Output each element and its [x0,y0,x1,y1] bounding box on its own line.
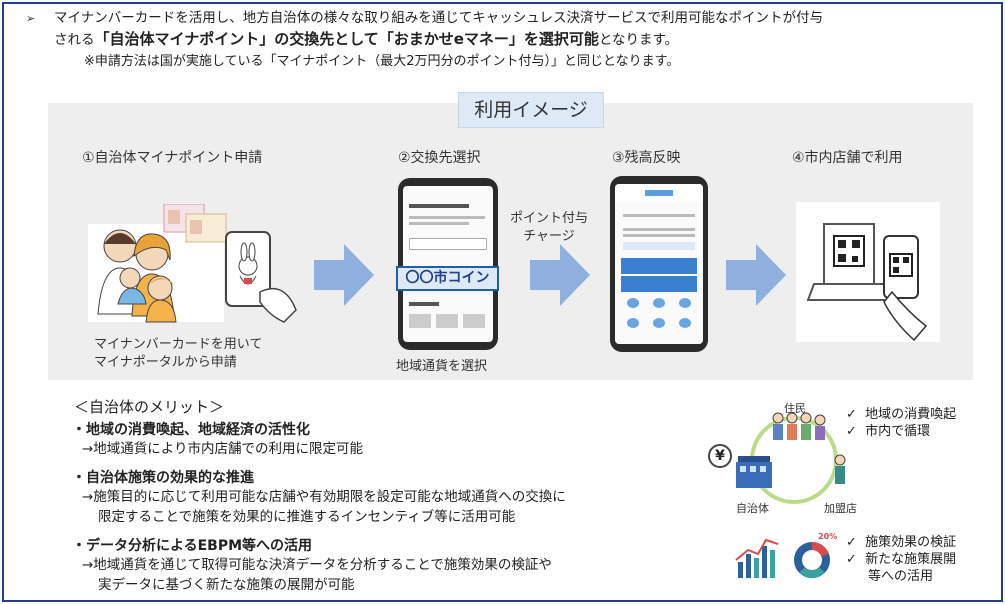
panel-title: 利用イメージ [458,92,604,128]
municipality-building-icon [736,456,772,488]
phone-screen [403,186,493,342]
qr-payment-illustration [796,202,940,342]
store-staff-icon [834,454,846,484]
residents-icon [772,412,826,440]
circulation-diagram [736,412,846,504]
flow-arrow-1-icon [314,244,374,306]
merit-3-detail-2: 実データに基づく新たな施策の展開が可能 [98,577,355,593]
bullet-arrow-icon: ➢ [26,12,36,25]
merit-2-title: ・自治体施策の効果的な推進 [72,470,254,486]
phone-screen [615,184,703,344]
merit-1-detail: →地域通貨により市内店舗での利用に限定可能 [82,441,364,457]
exchange-select-phone [398,178,498,350]
flow-arrow-2-icon [530,244,590,306]
merits-section: ＜自治体のメリット＞ ・地域の消費喚起、地域経済の活性化 →地域通貨により市内店… [72,396,712,595]
step-4-label: ④市内店舗で利用 [792,150,903,166]
step-3-label: ③残高反映 [612,150,681,166]
bar-chart-icon [732,532,782,582]
step-2-caption: 地域通貨を選択 [396,359,488,374]
yen-coin-icon: ¥ [708,444,732,468]
balance-phone [610,176,708,352]
merit-3-detail-1: →地域通貨を通じて取得可能な決済データを分析することで施策効果の検証や [82,557,552,573]
intro-text: ➢ マイナンバーカードを活用し、地方自治体の様々な取り組みを通じてキャッシュレス… [26,8,990,72]
intro-line-2: される「自治体マイナポイント」の交換先として「おまかせeマネー」を選択可能となり… [54,30,679,48]
municipality-label: 自治体 [736,502,769,515]
intro-line-1: マイナンバーカードを活用し、地方自治体の様々な取り組みを通じてキャッシュレス決済… [54,10,823,26]
residents-label: 住民 [784,402,806,415]
checks-top: ✓ 地域の消費喚起 ✓ 市内で循環 [846,407,957,439]
intro-note: ※申請方法は国が実施している「マイナポイント（最大2万円分のポイント付与）」と同… [84,54,680,69]
merit-2-detail-1: →施策目的に応じて利用可能な店舗や有効期限を設定可能な地域通貨への交換に [82,489,566,505]
donut-percent-label: 20% [818,532,838,541]
family-illustration [88,204,297,323]
merit-1-title: ・地域の消費喚起、地域経済の活性化 [72,422,310,438]
merit-3-title: ・データ分析によるEBPM等への活用 [72,538,313,554]
step-1-label: ①自治体マイナポイント申請 [82,150,263,166]
step-2-label: ②交換先選択 [398,150,481,166]
donut-chart-icon [788,532,838,582]
step-1-caption: マイナンバーカードを用いて マイナポータルから申請 [94,337,263,370]
merits-heading: ＜自治体のメリット＞ [74,398,225,416]
flow-arrow-3-icon [726,244,786,306]
store-label: 加盟店 [824,502,857,515]
charge-label: ポイント付与 チャージ [510,211,589,244]
coin-option-highlight: 〇〇市コイン [396,266,499,291]
merit-2-detail-2: 限定することで施策を効果的に推進するインセンティブ等に活用可能 [98,509,516,525]
checks-bottom: ✓ 施策効果の検証 ✓ 新たな施策展開 等への活用 [846,535,957,584]
